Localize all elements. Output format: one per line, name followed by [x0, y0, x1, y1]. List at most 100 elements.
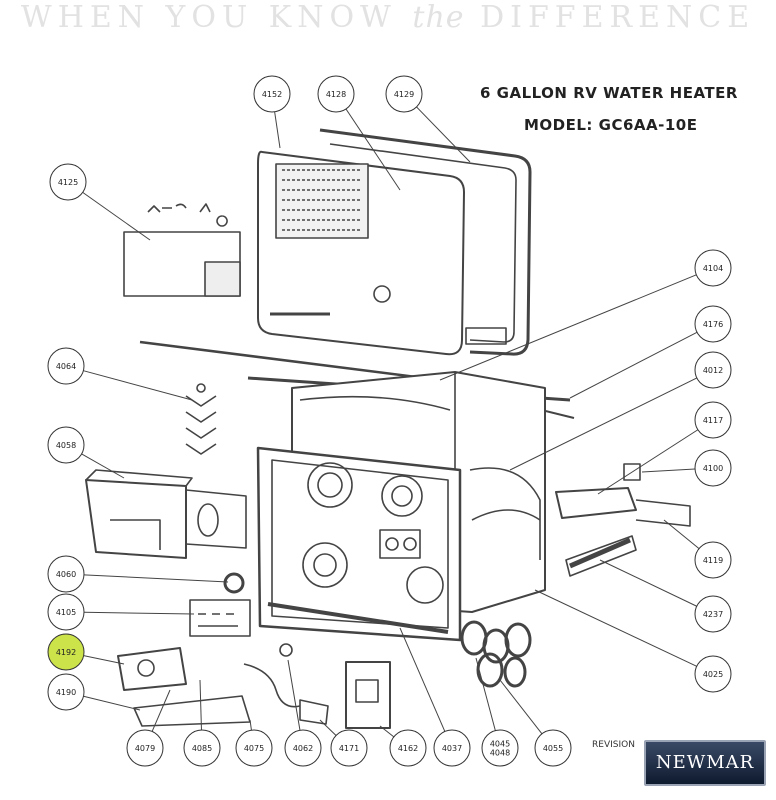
callout-label: 4119 — [703, 556, 723, 565]
callout-circle — [389, 729, 427, 767]
front-frame-part — [256, 446, 462, 642]
leader-line-4079 — [151, 689, 171, 732]
leader-line-4104 — [439, 274, 697, 381]
callout-label: 4192 — [56, 648, 76, 657]
leader-line-4012 — [509, 377, 698, 471]
callout-label: 4117 — [703, 416, 723, 425]
callout-4176[interactable]: 4176 — [694, 305, 732, 343]
leader-line-4162 — [379, 725, 395, 738]
callout-4104[interactable]: 4104 — [694, 249, 732, 287]
callout-4152[interactable]: 4152 — [253, 75, 291, 113]
callout-4129[interactable]: 4129 — [385, 75, 423, 113]
callout-circle — [235, 729, 273, 767]
diagram-title: 6 GALLON RV WATER HEATER — [480, 84, 738, 102]
callout-circle — [253, 75, 291, 113]
callout-label: 4064 — [56, 362, 76, 371]
leader-line-4045 — [475, 657, 496, 731]
callout-circle — [47, 593, 85, 631]
leader-line-4192 — [83, 655, 125, 665]
callout-circle — [694, 541, 732, 579]
callout-4105[interactable]: 4105 — [47, 593, 85, 631]
callout-4237[interactable]: 4237 — [694, 595, 732, 633]
callout-4055[interactable]: 4055 — [534, 729, 572, 767]
callout-circle — [694, 305, 732, 343]
ignitor-housing-part — [555, 463, 691, 577]
burner-cover-part — [85, 469, 247, 559]
callout-circle — [49, 163, 87, 201]
callout-4171[interactable]: 4171 — [330, 729, 368, 767]
callout-label: 4176 — [703, 320, 723, 329]
leader-line-4064 — [83, 370, 193, 401]
callout-circle — [481, 729, 519, 767]
callout-4085[interactable]: 4085 — [183, 729, 221, 767]
callout-4190[interactable]: 4190 — [47, 673, 85, 711]
callout-4062[interactable]: 4062 — [284, 729, 322, 767]
callout-circle — [694, 351, 732, 389]
leader-line-4105 — [83, 611, 195, 615]
leader-line-4119 — [663, 519, 700, 550]
callout-4060[interactable]: 4060 — [47, 555, 85, 593]
leader-line-4037 — [399, 627, 446, 732]
callout-circle — [534, 729, 572, 767]
callout-label: 4171 — [339, 744, 359, 753]
callout-4125[interactable]: 4125 — [49, 163, 87, 201]
callout-label: 4129 — [394, 90, 414, 99]
leader-line-4025 — [534, 589, 697, 667]
callout-4100[interactable]: 4100 — [694, 449, 732, 487]
newmar-logo: NEWMAR — [644, 740, 766, 786]
callout-label: 4128 — [326, 90, 346, 99]
callout-label: 4012 — [703, 366, 723, 375]
callout-label: 4062 — [293, 744, 313, 753]
control-module-part — [345, 661, 391, 729]
leader-line-4152 — [274, 111, 281, 149]
callout-4025[interactable]: 4025 — [694, 655, 732, 693]
callout-label: 4055 — [543, 744, 563, 753]
callout-4064[interactable]: 4064 — [47, 347, 85, 385]
leader-line-4100 — [641, 468, 696, 473]
callout-label: 4025 — [703, 670, 723, 679]
leader-line-4171 — [319, 719, 337, 736]
access-door-part — [257, 150, 465, 356]
callout-label: 4048 — [490, 749, 510, 758]
slogan-pre: WHEN YOU KNOW — [20, 0, 413, 35]
leader-line-4062 — [287, 659, 301, 731]
leader-line-4117 — [597, 429, 699, 495]
callout-4058[interactable]: 4058 — [47, 426, 85, 464]
callout-4117[interactable]: 4117 — [694, 401, 732, 439]
callout-circle — [694, 249, 732, 287]
callout-label: 4075 — [244, 744, 264, 753]
callout-4192[interactable]: 4192 — [47, 633, 85, 671]
callout-label: 4104 — [703, 264, 723, 273]
leader-line-4060 — [83, 574, 229, 583]
callout-label: 4085 — [192, 744, 212, 753]
callout-4119[interactable]: 4119 — [694, 541, 732, 579]
callout-4075[interactable]: 4075 — [235, 729, 273, 767]
callout-circle — [385, 75, 423, 113]
callout-circle — [694, 401, 732, 439]
circuit-board-part — [189, 599, 251, 637]
callout-label: 4060 — [56, 570, 76, 579]
callout-circle — [694, 595, 732, 633]
leader-line-4125 — [82, 191, 151, 241]
callout-4037[interactable]: 4037 — [433, 729, 471, 767]
callout-label: 4100 — [703, 464, 723, 473]
callout-label: 4152 — [262, 90, 282, 99]
callout-4012[interactable]: 4012 — [694, 351, 732, 389]
callout-4079[interactable]: 4079 — [126, 729, 164, 767]
callout-circle — [47, 673, 85, 711]
callout-label: 4125 — [58, 178, 78, 187]
callout-label: 4079 — [135, 744, 155, 753]
callout-4162[interactable]: 4162 — [389, 729, 427, 767]
leader-line-4176 — [569, 331, 698, 399]
callout-4128[interactable]: 4128 — [317, 75, 355, 113]
callout-circle — [284, 729, 322, 767]
slogan-mid: the — [412, 0, 465, 35]
callout-label: 4045 — [490, 740, 510, 749]
callout-label: 4105 — [56, 608, 76, 617]
callout-circle — [126, 729, 164, 767]
callout-circle — [47, 347, 85, 385]
leader-line-4129 — [416, 106, 471, 163]
